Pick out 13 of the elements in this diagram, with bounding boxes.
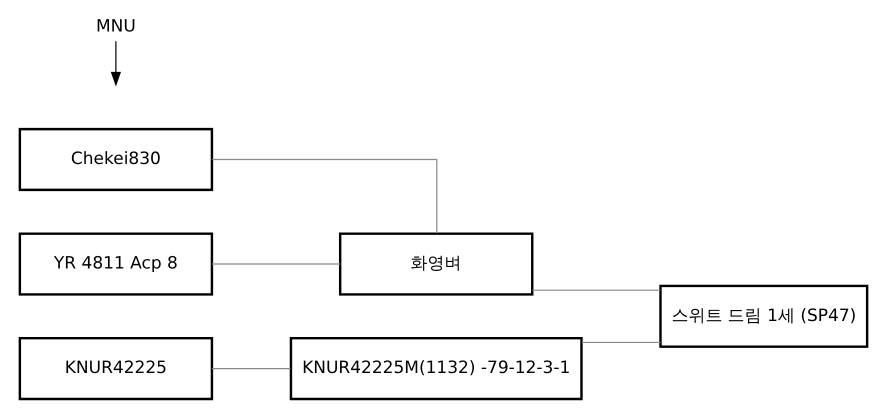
connector <box>212 368 290 370</box>
arrow <box>110 41 120 87</box>
node-box: 화영벼 <box>338 232 533 296</box>
node-box: KNUR42225M(1132) -79-12-3-1 <box>289 336 582 400</box>
node-box: YR 4811 Acp 8 <box>18 232 213 296</box>
connector <box>212 263 340 265</box>
connector <box>212 158 437 234</box>
node-box: KNUR42225 <box>18 336 213 400</box>
node-box: Chekei830 <box>18 128 213 192</box>
node-box: 스위트 드림 1세 (SP47) <box>658 284 868 348</box>
connector <box>581 342 660 344</box>
node-text: MNU <box>95 16 136 36</box>
connector <box>532 290 660 291</box>
